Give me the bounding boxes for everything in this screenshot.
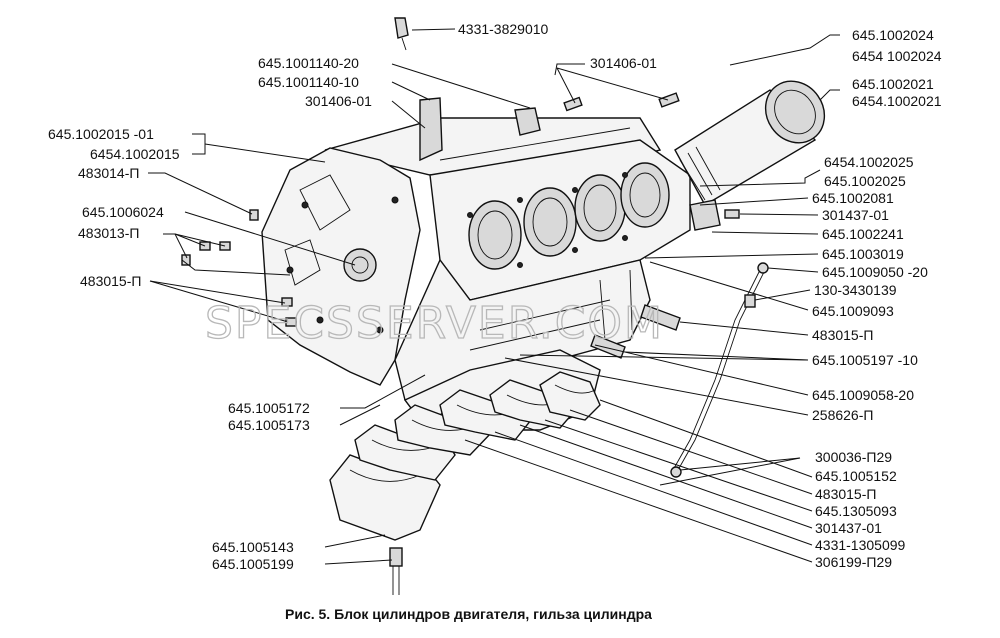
label-645-1005172: 645.1005172: [228, 400, 310, 416]
label-483014-p: 483014-П: [78, 165, 139, 181]
label-301406-01-right: 301406-01: [590, 55, 657, 71]
label-4331-1305099: 4331-1305099: [815, 537, 906, 553]
label-645-1009093: 645.1009093: [812, 303, 894, 319]
label-301437-01-bottom: 301437-01: [815, 520, 882, 536]
label-300036-p29: 300036-П29: [815, 449, 892, 465]
fasteners: [181, 17, 756, 595]
label-645-1006024: 645.1006024: [82, 204, 164, 220]
label-645-1001140-20: 645.1001140-20: [258, 55, 359, 71]
label-130-3430139: 130-3430139: [814, 282, 897, 298]
cylinder-bores: [468, 162, 670, 270]
watermark: SPECSSERVER.COM: [205, 298, 664, 349]
label-645-1005173: 645.1005173: [228, 417, 310, 433]
label-301437-01-top: 301437-01: [822, 207, 889, 223]
label-645-1002024: 645.1002024: [852, 27, 934, 43]
leader-lines: [148, 28, 840, 565]
label-645-1305093: 645.1305093: [815, 503, 897, 519]
label-645-1002241: 645.1002241: [822, 226, 904, 242]
label-645-1002015-01: 645.1002015 -01: [48, 126, 154, 142]
label-4331-3829010: 4331-3829010: [458, 21, 549, 37]
label-258626-p: 258626-П: [812, 407, 873, 423]
label-645-1009050-20: 645.1009050 -20: [822, 264, 928, 280]
label-645-1001140-10: 645.1001140-10: [258, 74, 359, 90]
label-483015-p-bottom: 483015-П: [815, 486, 876, 502]
part-labels: 4331-3829010 645.1001140-20 645.1001140-…: [48, 21, 942, 572]
label-645-1005199: 645.1005199: [212, 556, 294, 572]
label-306199-p29: 306199-П29: [815, 554, 892, 570]
label-6454-1002015: 6454.1002015: [90, 146, 180, 162]
cylinder-liner: [674, 80, 826, 206]
label-645-1003019: 645.1003019: [822, 246, 904, 262]
label-645-1009058-20: 645.1009058-20: [812, 387, 914, 403]
figure-caption: Рис. 5. Блок цилиндров двигателя, гильза…: [285, 606, 652, 622]
label-483015-p-right: 483015-П: [812, 327, 873, 343]
label-645-1005152: 645.1005152: [815, 468, 897, 484]
label-645-1002081: 645.1002081: [812, 190, 894, 206]
label-301406-01-left: 301406-01: [305, 93, 372, 109]
engine-block-illustration: [181, 17, 826, 595]
label-645-1002021: 645.1002021: [852, 76, 934, 92]
label-645-1002025: 645.1002025: [824, 173, 906, 189]
label-645-1005143: 645.1005143: [212, 539, 294, 555]
label-483015-p-left: 483015-П: [80, 273, 141, 289]
label-6454-1002025: 6454.1002025: [824, 154, 914, 170]
bearing-caps: [329, 371, 601, 541]
label-6454-1002021: 6454.1002021: [852, 93, 942, 109]
label-6454-1002024: 6454 1002024: [852, 48, 942, 64]
label-645-1005197-10: 645.1005197 -10: [812, 352, 918, 368]
label-483013-p: 483013-П: [78, 225, 139, 241]
